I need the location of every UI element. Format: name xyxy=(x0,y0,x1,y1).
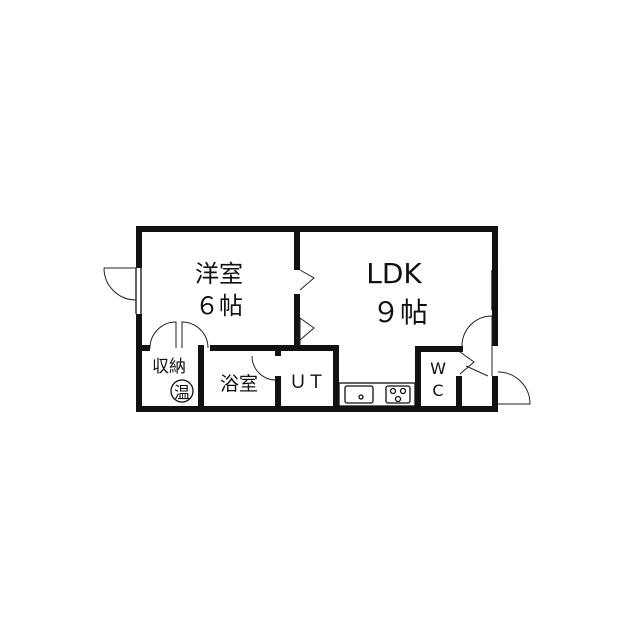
wc-label-w: W xyxy=(430,359,446,378)
door-bath xyxy=(251,355,277,381)
wall-western-bottom xyxy=(136,345,336,351)
water-heater-label: 温 xyxy=(174,383,190,402)
wall-right-lower xyxy=(492,376,498,412)
wall-ut-right xyxy=(333,345,339,411)
wall-top xyxy=(136,226,498,232)
wc-label-c: C xyxy=(432,381,443,400)
wall-storage-bath xyxy=(198,345,204,411)
wall-wc-left xyxy=(415,346,421,412)
window-left xyxy=(133,268,145,314)
storage-label: 収納 xyxy=(152,357,186,377)
door-entrance xyxy=(465,346,531,405)
wall-left xyxy=(136,226,142,412)
bath-label: 浴室 xyxy=(220,373,258,395)
door-ldk-hall xyxy=(461,315,493,347)
wall-wc-right xyxy=(456,346,462,412)
water-heater-symbol xyxy=(170,379,194,403)
door-ut xyxy=(299,317,315,345)
western-room-name: 洋室 xyxy=(195,260,243,288)
western-room-size: ６帖 xyxy=(195,292,243,320)
wall-bath-ut xyxy=(275,345,281,411)
wall-bottom xyxy=(136,406,498,412)
door-wc xyxy=(459,351,475,375)
utility-label: ＵＴ xyxy=(289,372,325,393)
kitchen-counter xyxy=(338,382,416,407)
door-western-ldk xyxy=(299,269,315,291)
ldk-room-name: LDK xyxy=(366,257,422,290)
door-left-exterior xyxy=(103,267,137,301)
wall-wc-top xyxy=(415,346,463,352)
ldk-room-size: ９帖 xyxy=(372,296,428,329)
door-western-closet xyxy=(149,321,209,349)
wall-right-upper xyxy=(492,226,498,346)
